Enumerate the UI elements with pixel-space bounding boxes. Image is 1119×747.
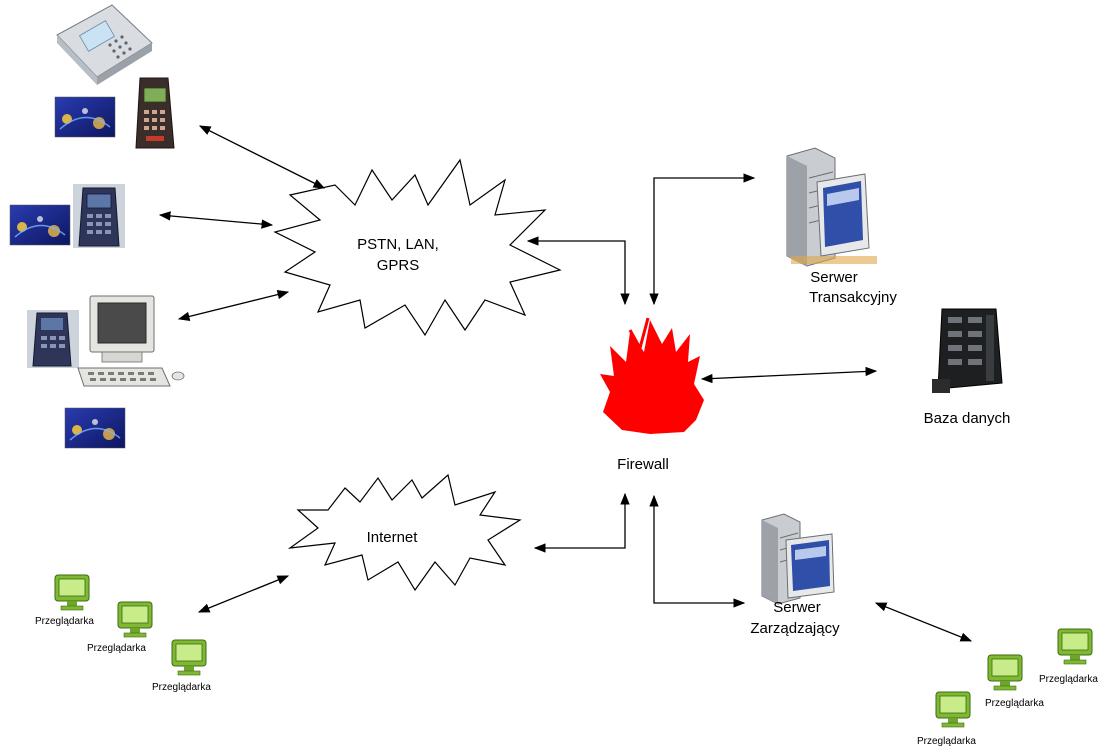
firewall-label: Firewall <box>617 456 669 473</box>
browser-monitor-icon <box>117 601 153 638</box>
browser-monitor-icon <box>171 639 207 676</box>
transaction-server-label-line1: Serwer <box>810 269 858 286</box>
browser-label: Przeglądarka <box>152 682 211 693</box>
payment-card-icon <box>9 204 71 246</box>
firewall-flame-icon: Firewall <box>600 317 704 473</box>
pstn-cloud-label-line1: PSTN, LAN, <box>357 236 439 253</box>
browser-label: Przeglądarka <box>1039 674 1098 685</box>
arrow-terminal2-pstn <box>158 211 274 229</box>
browser-label: Przeglądarka <box>985 698 1044 709</box>
pos-terminal-icon <box>135 77 175 149</box>
arrow-management-server-browsers <box>874 602 973 642</box>
browser-label: Przeglądarka <box>917 736 976 747</box>
internet-cloud-label: Internet <box>367 529 419 546</box>
desktop-pc-icon <box>77 295 185 387</box>
arrow-firewall-database <box>700 366 878 384</box>
arrow-transaction-server-firewall <box>649 173 756 306</box>
payment-card-icon <box>64 407 126 449</box>
management-server-label-line2: Zarządzający <box>750 620 840 637</box>
browser-monitor-icon <box>1057 628 1093 665</box>
arrow-terminal1-pstn <box>198 125 326 189</box>
network-cloud-icon: PSTN, LAN, GPRS <box>273 158 562 337</box>
phone-icon <box>56 4 153 85</box>
browser-label: Przeglądarka <box>87 643 146 654</box>
pos-terminal-icon <box>73 184 125 248</box>
payment-card-icon <box>54 96 116 138</box>
browser-label: Przeglądarka <box>35 616 94 627</box>
server-icon <box>786 147 877 267</box>
browser-monitor-icon <box>987 654 1023 691</box>
management-server-label-line1: Serwer <box>773 599 821 616</box>
network-cloud-icon: Internet <box>287 473 522 592</box>
pos-terminal-icon <box>27 310 79 368</box>
arrow-firewall-management-server <box>649 494 746 608</box>
arrow-internet-firewall <box>533 492 630 553</box>
server-icon <box>761 513 835 605</box>
browser-monitor-icon <box>54 574 90 611</box>
browser-monitor-icon <box>935 691 971 728</box>
transaction-server-label-line2: Transakcyjny <box>809 289 897 306</box>
database-label: Baza danych <box>924 410 1011 427</box>
arrow-pstn-firewall <box>526 236 630 306</box>
database-rack-icon <box>932 308 1003 393</box>
arrow-terminal3-pstn <box>177 289 290 322</box>
pstn-cloud-label-line2: GPRS <box>377 257 420 274</box>
arrow-browsers-internet <box>197 575 290 613</box>
